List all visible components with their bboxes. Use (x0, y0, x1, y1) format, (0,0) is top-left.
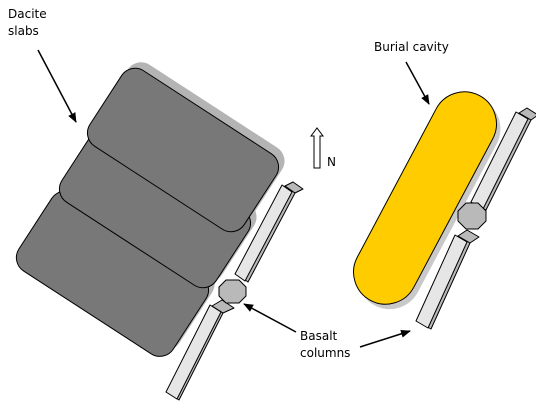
burial-cavity-leader-arrow (405, 61, 430, 105)
right-basalt-columns (415, 107, 536, 330)
basalt-leader-arrow-right (359, 329, 411, 348)
label-basalt-columns: Basalt columns (243, 303, 411, 360)
burial-cavity-group (353, 91, 501, 310)
basalt-label-line2: columns (300, 346, 350, 360)
basalt-column-end (218, 279, 247, 304)
label-burial-cavity: Burial cavity (374, 40, 449, 105)
north-arrow-icon (310, 127, 324, 169)
basalt-leader-arrow-left (243, 303, 297, 333)
basalt-column (165, 299, 235, 401)
dacite-slabs (15, 62, 285, 357)
north-label: N (327, 155, 336, 169)
dacite-label-line2: slabs (8, 24, 39, 38)
dacite-leader-arrow (37, 49, 77, 123)
basalt-column (415, 229, 480, 330)
basalt-label-line1: Basalt (300, 329, 338, 343)
north-arrow: N (310, 127, 336, 169)
label-dacite-slabs: Dacite slabs (8, 7, 77, 123)
basalt-column-end (457, 202, 487, 230)
burial-cavity-label: Burial cavity (374, 40, 449, 54)
dacite-slab (86, 67, 280, 233)
burial-cavity (353, 91, 497, 305)
left-basalt-columns (165, 181, 304, 401)
basalt-column (234, 181, 304, 283)
dacite-label-line1: Dacite (8, 7, 47, 21)
